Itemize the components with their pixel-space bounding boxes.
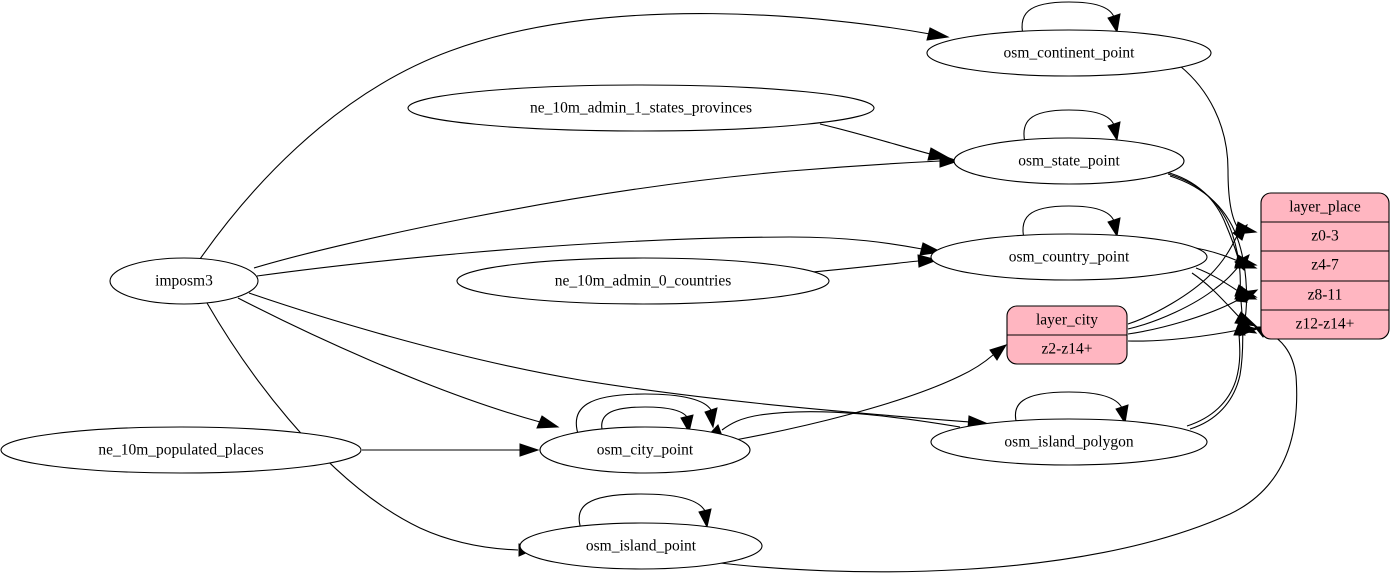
self-loop-osm-continent-point bbox=[1021, 1, 1121, 43]
self-loop-osm-country-point bbox=[1022, 205, 1121, 247]
edge-imposm3-to-osm-continent-point bbox=[199, 13, 950, 260]
edge-ne-countries-to-osm-country-point bbox=[811, 254, 939, 273]
node-label-ne-10m-admin-0-countries: ne_10m_admin_0_countries bbox=[555, 273, 732, 290]
record-row-layer-place-title: layer_place bbox=[1289, 199, 1361, 216]
record-row-layer-place-z0-3[interactable]: z0-3 bbox=[1311, 228, 1339, 245]
edge-layer-city-to-layer-place-z8-11 bbox=[1127, 289, 1259, 335]
record-node-layer: layer_place z0-3 z4-7 z8-11 z12-z14+ lay… bbox=[1006, 192, 1390, 365]
node-label-osm-state-point: osm_state_point bbox=[1018, 153, 1120, 170]
self-loop-osm-island-polygon bbox=[1014, 391, 1129, 431]
node-label-osm-island-polygon: osm_island_polygon bbox=[1004, 434, 1133, 451]
record-row-layer-place-z8-11[interactable]: z8-11 bbox=[1308, 287, 1343, 304]
record-row-layer-place-z12-z14[interactable]: z12-z14+ bbox=[1296, 316, 1355, 333]
edge-layer-city-to-layer-place-z4-7 bbox=[1127, 254, 1250, 330]
node-label-imposm3: imposm3 bbox=[155, 273, 213, 290]
node-ne-10m-populated-places[interactable]: ne_10m_populated_places bbox=[0, 426, 362, 474]
node-osm-continent-point[interactable]: osm_continent_point bbox=[926, 29, 1212, 77]
node-osm-state-point[interactable]: osm_state_point bbox=[953, 137, 1185, 185]
node-label-osm-city-point: osm_city_point bbox=[597, 442, 694, 459]
node-layer: imposm3 ne_10m_admin_1_states_provinces … bbox=[0, 29, 1212, 570]
record-row-layer-place-z4-7[interactable]: z4-7 bbox=[1311, 257, 1339, 274]
record-node-layer-city[interactable]: layer_city z2-z14+ bbox=[1006, 305, 1128, 365]
record-row-layer-city-z2-z14[interactable]: z2-z14+ bbox=[1042, 341, 1093, 358]
self-loop-osm-island-point bbox=[578, 493, 712, 535]
node-osm-island-polygon[interactable]: osm_island_polygon bbox=[930, 418, 1208, 466]
edge-imposm3-to-osm-city-point bbox=[237, 297, 560, 429]
node-label-osm-continent-point: osm_continent_point bbox=[1004, 45, 1136, 62]
edge-layer-city-to-layer-place-z12-z14 bbox=[1127, 323, 1259, 342]
record-node-layer-place[interactable]: layer_place z0-3 z4-7 z8-11 z12-z14+ bbox=[1260, 192, 1390, 340]
node-ne-10m-admin-0-countries[interactable]: ne_10m_admin_0_countries bbox=[456, 257, 830, 305]
self-loop-osm-city-point-inner bbox=[601, 406, 694, 435]
edge-layer-city-to-layer-place-z0-3 bbox=[1127, 223, 1248, 325]
node-label-osm-island-point: osm_island_point bbox=[586, 538, 697, 555]
node-osm-country-point[interactable]: osm_country_point bbox=[930, 233, 1208, 281]
node-label-ne-10m-admin-1-states-provinces: ne_10m_admin_1_states_provinces bbox=[530, 100, 752, 117]
node-osm-island-point[interactable]: osm_island_point bbox=[519, 522, 763, 570]
self-loop-osm-state-point bbox=[1023, 109, 1121, 151]
self-loop-osm-city-point-outer bbox=[575, 393, 718, 438]
node-imposm3[interactable]: imposm3 bbox=[109, 257, 259, 305]
record-row-layer-city-title: layer_city bbox=[1036, 312, 1098, 329]
edge-ne-states-to-osm-state-point bbox=[819, 123, 951, 161]
node-osm-city-point[interactable]: osm_city_point bbox=[539, 426, 751, 474]
edge-layer bbox=[199, 1, 1298, 573]
node-label-ne-10m-populated-places: ne_10m_populated_places bbox=[98, 442, 263, 459]
edge-osm-city-point-to-layer-city-z2-z14 bbox=[734, 344, 1008, 441]
node-ne-10m-admin-1-states-provinces[interactable]: ne_10m_admin_1_states_provinces bbox=[407, 84, 875, 132]
edge-ne-populated-to-osm-city-point bbox=[362, 443, 540, 457]
node-label-osm-country-point: osm_country_point bbox=[1009, 249, 1130, 266]
